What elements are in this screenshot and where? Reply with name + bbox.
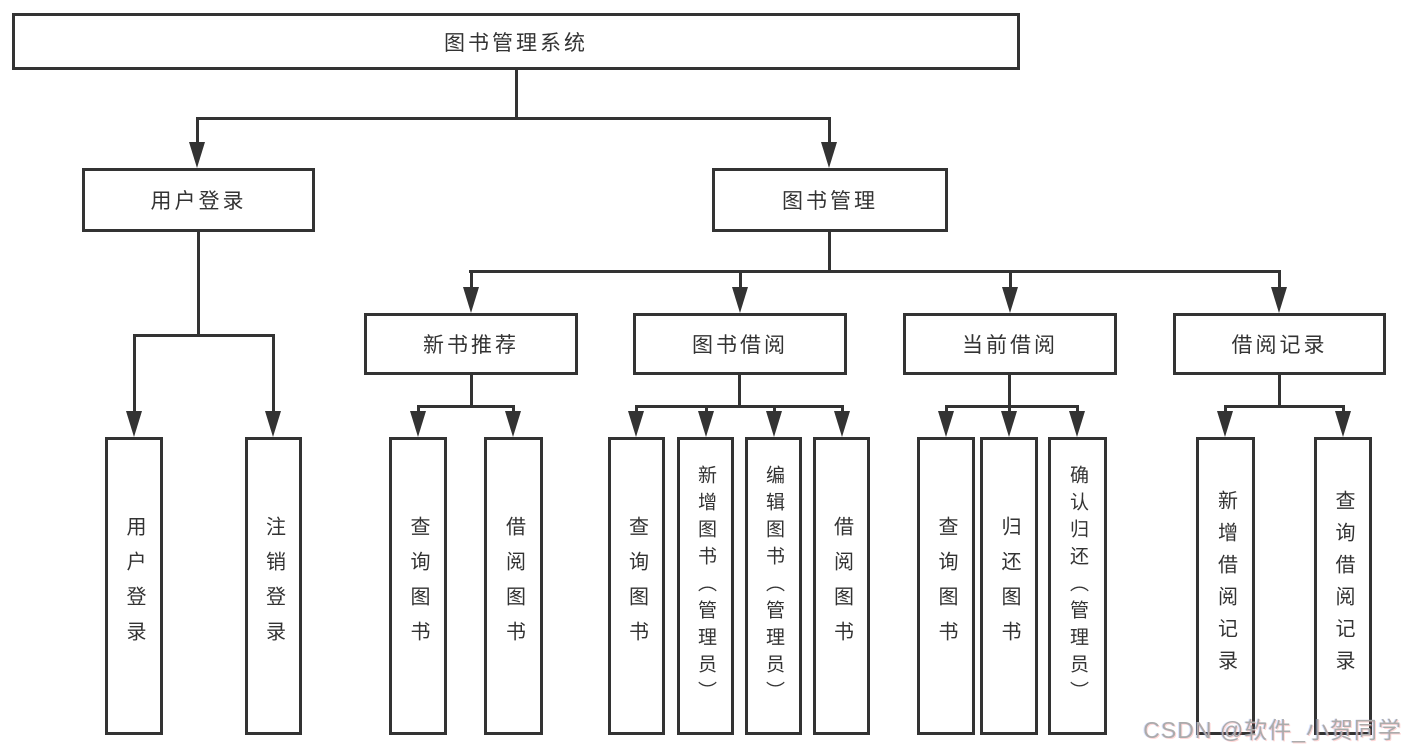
- connector-drop-current-query: [945, 405, 948, 413]
- leaf-logout: 注销登录: [245, 437, 302, 735]
- node-current-borrow: 当前借阅: [903, 313, 1117, 375]
- node-user-login-label: 用户登录: [150, 190, 247, 213]
- connector-user-login-branch: [133, 334, 275, 337]
- leaf-record-query-record-label: 查询借阅记录: [1332, 490, 1354, 682]
- leaf-borrow-edit-book-admin: 编辑图书（管理员）: [745, 437, 802, 735]
- node-new-book-recommend-label: 新书推荐: [423, 334, 519, 357]
- connector-new-book-branch: [417, 405, 515, 408]
- connector-book-borrow-stem: [738, 375, 741, 407]
- arrow-to-borrow-query: [628, 411, 644, 437]
- node-borrow-record: 借阅记录: [1173, 313, 1386, 375]
- leaf-recommend-borrow-book-label: 借阅图书: [502, 516, 525, 656]
- leaf-record-add-record: 新增借阅记录: [1196, 437, 1255, 735]
- arrow-to-record-add: [1217, 411, 1233, 437]
- leaf-current-return-book-label: 归还图书: [998, 516, 1020, 656]
- leaf-recommend-query-book: 查询图书: [389, 437, 447, 735]
- connector-drop-book-borrow: [739, 270, 742, 289]
- connector-drop-borrow-borrow: [841, 405, 844, 413]
- arrow-to-current-confirm: [1069, 411, 1085, 437]
- connector-drop-borrow-add: [705, 405, 708, 413]
- arrow-to-current-borrow: [1002, 287, 1018, 313]
- connector-drop-current-confirm: [1076, 405, 1079, 413]
- leaf-record-add-record-label: 新增借阅记录: [1214, 490, 1237, 682]
- connector-root-branch: [196, 117, 831, 120]
- connector-book-borrow-branch: [635, 405, 844, 408]
- arrow-to-borrow-edit: [766, 411, 782, 437]
- connector-book-management-branch: [469, 270, 1281, 273]
- connector-book-management-stem: [828, 232, 831, 273]
- node-book-management: 图书管理: [712, 168, 948, 232]
- connector-drop-current-return: [1008, 405, 1011, 413]
- leaf-logout-label: 注销登录: [262, 516, 285, 656]
- connector-drop-new-book-recommend: [470, 270, 473, 289]
- leaf-borrow-borrow-book-label: 借阅图书: [830, 516, 853, 656]
- leaf-borrow-add-book-admin: 新增图书（管理员）: [677, 437, 734, 735]
- leaf-current-query-book: 查询图书: [917, 437, 975, 735]
- connector-drop-recommend-borrow: [512, 405, 515, 413]
- connector-borrow-record-stem: [1278, 375, 1281, 407]
- connector-user-login-stem: [197, 232, 200, 336]
- leaf-current-query-book-label: 查询图书: [935, 516, 957, 656]
- connector-current-borrow-stem: [1008, 375, 1011, 407]
- arrow-to-leaf-user-login: [126, 411, 142, 437]
- leaf-borrow-query-book: 查询图书: [608, 437, 665, 735]
- leaf-current-confirm-return-admin: 确认归还（管理员）: [1048, 437, 1107, 735]
- connector-current-borrow-branch: [945, 405, 1079, 408]
- arrow-to-borrow-borrow: [834, 411, 850, 437]
- arrow-to-new-book-recommend: [463, 287, 479, 313]
- leaf-record-query-record: 查询借阅记录: [1314, 437, 1372, 735]
- connector-drop-recommend-query: [417, 405, 420, 413]
- arrow-to-book-borrow: [732, 287, 748, 313]
- node-root-label: 图书管理系统: [444, 31, 588, 55]
- csdn-watermark: CSDN @软件_小贺同学: [1143, 717, 1402, 743]
- arrow-to-current-query: [938, 411, 954, 437]
- arrow-to-book-management: [821, 142, 837, 168]
- arrow-to-leaf-logout: [265, 411, 281, 437]
- connector-drop-borrow-edit: [773, 405, 776, 413]
- leaf-user-login-label: 用户登录: [123, 516, 145, 656]
- node-new-book-recommend: 新书推荐: [364, 313, 578, 375]
- leaf-recommend-borrow-book: 借阅图书: [484, 437, 543, 735]
- connector-drop-borrow-record: [1278, 270, 1281, 289]
- arrow-to-borrow-add: [698, 411, 714, 437]
- leaf-current-confirm-return-admin-label: 确认归还（管理员）: [1067, 464, 1088, 708]
- arrow-to-current-return: [1001, 411, 1017, 437]
- node-current-borrow-label: 当前借阅: [962, 334, 1058, 357]
- leaf-borrow-edit-book-admin-label: 编辑图书（管理员）: [763, 464, 784, 708]
- connector-drop-record-add: [1224, 405, 1227, 413]
- arrow-to-user-login: [189, 142, 205, 168]
- leaf-current-return-book: 归还图书: [980, 437, 1038, 735]
- leaf-recommend-query-book-label: 查询图书: [407, 516, 429, 656]
- leaf-borrow-query-book-label: 查询图书: [625, 516, 648, 656]
- node-root-library-management-system: 图书管理系统: [12, 13, 1020, 70]
- leaf-borrow-add-book-admin-label: 新增图书（管理员）: [695, 464, 716, 708]
- leaf-user-login: 用户登录: [105, 437, 163, 735]
- connector-root-stem: [515, 70, 518, 118]
- node-user-login: 用户登录: [82, 168, 315, 232]
- connector-drop-borrow-query: [635, 405, 638, 413]
- connector-drop-book-management: [828, 117, 831, 144]
- node-borrow-record-label: 借阅记录: [1231, 334, 1328, 357]
- arrow-to-recommend-borrow: [505, 411, 521, 437]
- connector-drop-record-query: [1342, 405, 1345, 413]
- node-book-borrow: 图书借阅: [633, 313, 847, 375]
- node-book-borrow-label: 图书借阅: [692, 334, 788, 357]
- arrow-to-recommend-query: [410, 411, 426, 437]
- connector-drop-current-borrow: [1009, 270, 1012, 289]
- connector-drop-leaf-logout: [272, 334, 275, 412]
- arrow-to-borrow-record: [1271, 287, 1287, 313]
- leaf-borrow-borrow-book: 借阅图书: [813, 437, 870, 735]
- connector-drop-user-login: [196, 117, 199, 144]
- arrow-to-record-query: [1335, 411, 1351, 437]
- connector-drop-leaf-user-login: [133, 334, 136, 412]
- connector-borrow-record-branch: [1224, 405, 1344, 408]
- connector-new-book-stem: [470, 375, 473, 407]
- node-book-management-label: 图书管理: [782, 190, 878, 213]
